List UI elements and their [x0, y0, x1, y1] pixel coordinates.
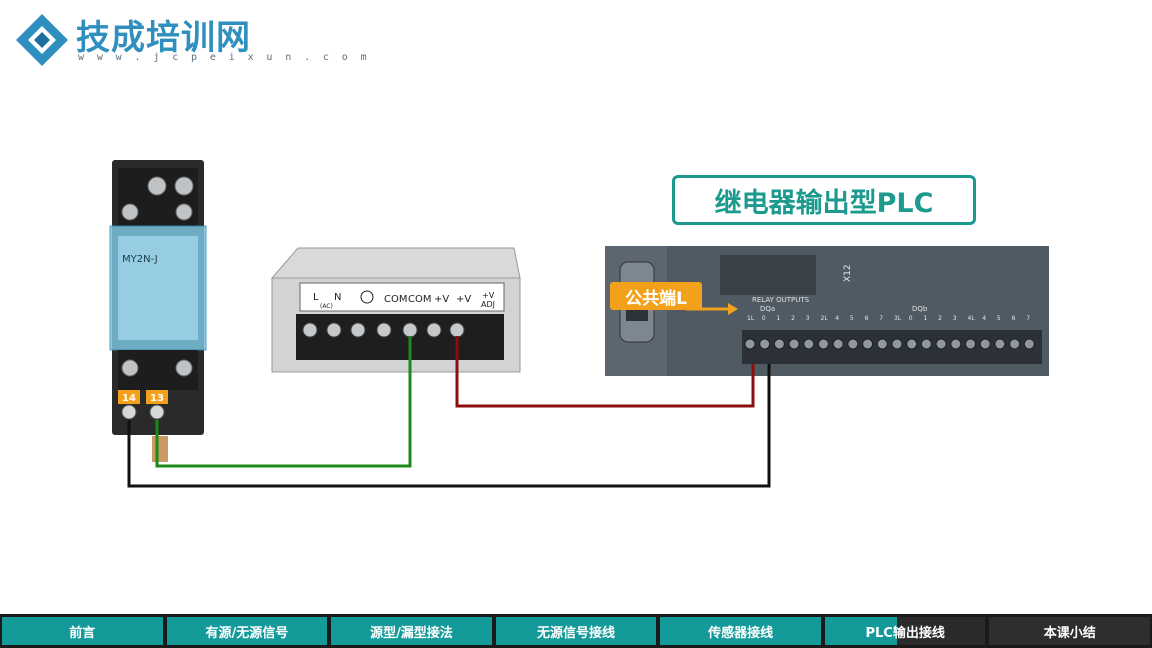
- plc-terminal-screw: [935, 338, 947, 350]
- plc-terminal-label: 6: [865, 315, 869, 322]
- plc-terminal-screw: [906, 338, 918, 350]
- relay-screw: [175, 359, 193, 377]
- relay-screw: [121, 359, 139, 377]
- plc-terminal-screw: [950, 338, 962, 350]
- plc: X12 RELAY OUTPUTS DQa DQb 1L 0 1 2 3 2L 4 5 6 7 3L…: [605, 246, 1049, 376]
- plc-terminal-label: 7: [879, 315, 883, 322]
- plc-terminal-label: 2L: [821, 315, 829, 322]
- plc-terminal-screw: [965, 338, 976, 350]
- psu-label: +V: [434, 294, 449, 305]
- plc-terminal-screw: [891, 338, 903, 350]
- relay-screw: [121, 203, 139, 221]
- relay-terminal-14: 14: [122, 393, 136, 404]
- psu-label: COM: [384, 294, 407, 305]
- psu-terminal-screw: [449, 322, 465, 338]
- tab-intro[interactable]: 前言: [2, 617, 163, 645]
- tab-summary[interactable]: 本课小结: [989, 617, 1151, 645]
- logo-url: w w w . j c p e i x u n . c o m: [78, 52, 371, 63]
- plc-terminal-label: 4: [835, 315, 839, 322]
- psu-label: COM: [408, 294, 431, 305]
- plc-group-a: DQa: [760, 305, 775, 313]
- logo-mark: [16, 14, 68, 66]
- plc-terminal-screw: [788, 338, 800, 350]
- psu-terminal-screw: [376, 322, 392, 338]
- plc-terminal-label: 3: [806, 315, 810, 322]
- plc-terminal-label: 5: [997, 315, 1001, 322]
- relay-model: MY2N-J: [122, 254, 158, 265]
- ground-icon: [360, 290, 374, 304]
- plc-terminal-label: 1: [923, 315, 927, 322]
- plc-terminal-label: 3L: [894, 315, 902, 322]
- psu-terminal-screw: [302, 322, 318, 338]
- plc-terminal-screw: [803, 338, 815, 350]
- relay-screw: [121, 404, 137, 420]
- plc-terminal-label: 2: [938, 315, 942, 322]
- section-nav: 前言 有源/无源信号 源型/漏型接法 无源信号接线 传感器接线 PLC输出接线 …: [0, 614, 1152, 648]
- psu-label: +V: [456, 294, 471, 305]
- plc-terminal-screw: [847, 338, 859, 350]
- plc-terminal-screw: [744, 338, 756, 350]
- plc-terminal-label: 0: [762, 315, 766, 322]
- green-wire: [155, 336, 412, 468]
- plc-terminal-label: 5: [850, 315, 854, 322]
- wiring-diagram: MY2N-J 14 13 L N (AC) COM COM +V +V +V A…: [109, 160, 1049, 488]
- red-wire: [455, 336, 755, 408]
- tab-active-passive-signal[interactable]: 有源/无源信号: [166, 617, 328, 645]
- plc-terminal-label: 6: [1012, 315, 1016, 322]
- power-supply: L N (AC) COM COM +V +V +V ADJ: [270, 247, 521, 373]
- plc-terminal-label: 4: [982, 315, 986, 322]
- relay-terminal-13: 13: [150, 393, 164, 404]
- plc-terminal-label: 4L: [968, 315, 976, 322]
- plc-terminal-screw: [979, 338, 991, 350]
- plc-relay-outputs-label: RELAY OUTPUTS: [752, 296, 810, 304]
- tab-source-sink-wiring[interactable]: 源型/漏型接法: [331, 617, 492, 645]
- plc-terminal-screw: [1023, 338, 1035, 350]
- plc-terminal-screw: [1009, 338, 1021, 350]
- plc-terminal-screw: [862, 338, 874, 350]
- tab-passive-signal-wiring[interactable]: 无源信号接线: [495, 617, 657, 645]
- plc-terminal-screw: [759, 338, 771, 350]
- psu-adj-label: ADJ: [481, 300, 495, 309]
- relay: MY2N-J 14 13: [109, 160, 207, 462]
- plc-title: 继电器输出型PLC: [672, 175, 976, 225]
- psu-terminal-screw: [350, 322, 366, 338]
- psu-ac-label: (AC): [320, 303, 333, 310]
- plc-terminal-label: 3: [953, 315, 957, 322]
- plc-terminal-screw: [832, 338, 844, 350]
- black-wire: [127, 364, 771, 488]
- common-arrow-head: [728, 303, 738, 315]
- plc-terminal-screw: [773, 338, 785, 350]
- relay-screw: [174, 176, 194, 196]
- plc-terminal-label: 1L: [747, 315, 755, 322]
- plc-terminal-label: 7: [1026, 315, 1030, 322]
- plc-terminal-label: 2: [791, 315, 795, 322]
- psu-label: L: [313, 292, 319, 303]
- psu-terminal-screw: [426, 322, 442, 338]
- psu-terminal-screw: [402, 322, 418, 338]
- relay-screw: [149, 404, 165, 420]
- psu-label: N: [334, 292, 341, 303]
- plc-terminal-screw: [876, 338, 888, 350]
- psu-terminal-screw: [326, 322, 342, 338]
- plc-terminal-screw: [994, 338, 1006, 350]
- relay-screw: [147, 176, 167, 196]
- relay-screw: [175, 203, 193, 221]
- plc-terminal-screw: [920, 338, 932, 350]
- plc-terminal-screw: [818, 338, 829, 350]
- tab-plc-output-wiring[interactable]: PLC输出接线: [824, 617, 986, 645]
- common-terminal-label: 公共端L: [610, 282, 702, 310]
- plc-terminal-label: 0: [909, 315, 913, 322]
- psu-label: +V: [482, 291, 495, 300]
- plc-terminal-label: 1: [776, 315, 780, 322]
- plc-port-label: X12: [843, 264, 853, 282]
- tab-sensor-wiring[interactable]: 传感器接线: [660, 617, 821, 645]
- logo-text: 技成培训网: [76, 18, 251, 58]
- plc-group-b: DQb: [912, 305, 928, 313]
